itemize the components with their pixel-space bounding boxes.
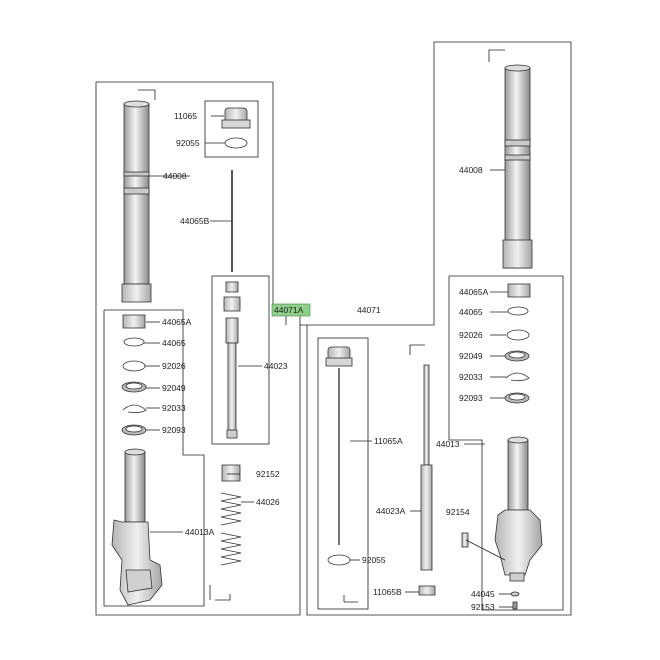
- label-44071: 44071: [357, 305, 381, 315]
- part-labels: 11065 92055 44008 44065B 44023 44065A 44…: [162, 111, 495, 612]
- inner-tube-bottom-case-right: [494, 436, 543, 582]
- label-92026: 92026: [162, 361, 186, 371]
- label-44008: 44008: [163, 171, 187, 181]
- outer-tube-left: [121, 89, 156, 303]
- outer-tube-right: [488, 49, 533, 269]
- label-44023: 44023: [264, 361, 288, 371]
- seal-stack-left: [121, 314, 147, 436]
- label-44013: 44013: [436, 439, 460, 449]
- label-11065: 11065: [174, 111, 197, 121]
- label-92153: 92153: [471, 602, 495, 612]
- label-44065-right: 44065: [459, 307, 483, 317]
- label-44013A: 44013A: [185, 527, 215, 537]
- label-44026: 44026: [256, 497, 280, 507]
- damper-rod-left: [223, 281, 241, 439]
- label-44008-right: 44008: [459, 165, 483, 175]
- cartridge-cap-right: [325, 346, 358, 603]
- label-92093-right: 92093: [459, 393, 483, 403]
- label-92093: 92093: [162, 425, 186, 435]
- label-44023A: 44023A: [376, 506, 406, 516]
- label-44071A[interactable]: 44071A: [274, 305, 304, 315]
- highlight-44071A: [271, 303, 311, 317]
- label-92055: 92055: [176, 138, 200, 148]
- leader-lines: [144, 115, 513, 608]
- label-92049-right: 92049: [459, 351, 483, 361]
- label-92055-right: 92055: [362, 555, 386, 565]
- label-92033: 92033: [162, 403, 186, 413]
- label-92033-right: 92033: [459, 372, 483, 382]
- spring-left: [209, 492, 242, 601]
- cartridge-44023A: [409, 344, 436, 596]
- label-92152: 92152: [256, 469, 280, 479]
- bolt-92154: [461, 532, 506, 561]
- label-92049: 92049: [162, 383, 186, 393]
- label-92026-right: 92026: [459, 330, 483, 340]
- label-44065B: 44065B: [180, 216, 210, 226]
- label-44065: 44065: [162, 338, 186, 348]
- seal-stack-right: [504, 283, 531, 404]
- fork-cap-left: [221, 107, 251, 149]
- nut-left: [221, 464, 241, 482]
- label-44065A-right: 44065A: [459, 287, 489, 297]
- right-assembly-frame: [300, 41, 572, 616]
- inner-tube-bottom-case-left: [111, 448, 163, 606]
- label-11065A: 11065A: [374, 436, 403, 446]
- left-assembly-frame: [95, 81, 301, 616]
- label-92154: 92154: [446, 507, 470, 517]
- label-11065B: 11065B: [373, 587, 402, 597]
- washer-44045: [510, 591, 520, 610]
- label-44065A: 44065A: [162, 317, 192, 327]
- label-44045: 44045: [471, 589, 495, 599]
